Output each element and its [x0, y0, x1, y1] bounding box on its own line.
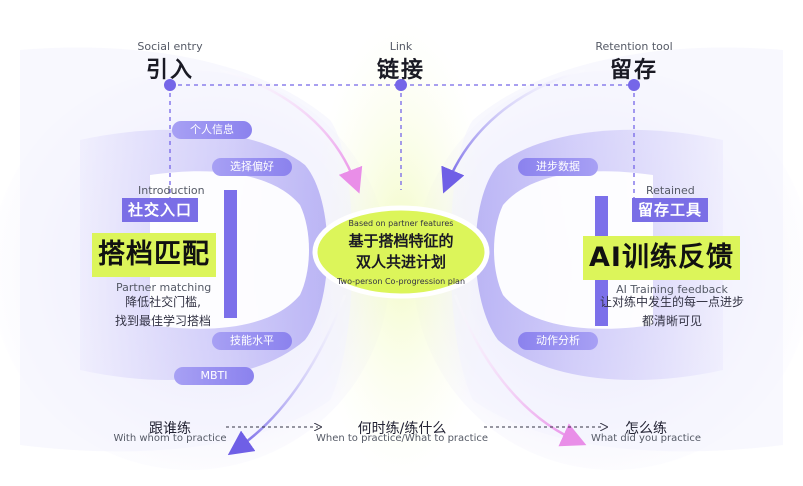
- left-title: 搭档匹配: [92, 233, 216, 277]
- right-en-label: Retained: [646, 184, 695, 197]
- top-right-cn: 留存: [609, 58, 659, 83]
- arrow-right-to-center: [441, 68, 586, 194]
- bottom-right-cn: 怎么练: [625, 421, 667, 437]
- left-tag-mbti: MBTI: [174, 367, 254, 385]
- right-en-desc: AI Training feedback: [616, 283, 728, 296]
- top-middle-en: Link: [389, 40, 413, 53]
- right-title: AI训练反馈: [583, 236, 740, 280]
- right-node-dot: [628, 79, 640, 91]
- center-en-bottom: Two-person Co-progression plan: [336, 277, 466, 286]
- left-desc-line2: 找到最佳学习搭档: [114, 314, 212, 328]
- left-desc: 降低社交门槛, 找到最佳学习搭档: [115, 293, 211, 331]
- bottom-right-en: What did you practice: [590, 433, 702, 444]
- middle-node-dot: [395, 79, 407, 91]
- arrow-center-to-bottom-right: [453, 294, 587, 447]
- left-en-desc: Partner matching: [116, 281, 212, 294]
- left-tag-personal-info: 个人信息: [172, 121, 252, 139]
- left-tag-skill-level: 技能水平: [212, 332, 292, 350]
- top-left-cn: 引入: [145, 58, 195, 83]
- right-badge: 留存工具: [632, 198, 709, 222]
- center-ellipse: [312, 205, 490, 299]
- left-tag-preferences: 选择偏好: [212, 158, 292, 176]
- top-left-en: Social entry: [137, 40, 203, 53]
- bottom-left-en: With whom to practice: [113, 433, 227, 444]
- left-desc-line1: 降低社交门槛,: [125, 295, 201, 309]
- arrow-center-to-bottom-left: [227, 294, 347, 456]
- bottom-middle-en: When to practice/What to practice: [315, 433, 489, 444]
- right-desc-line2: 都清晰可见: [641, 314, 703, 328]
- center-title: 基于搭档特征的 双人共进计划: [348, 231, 453, 273]
- right-tag-motion-analysis: 动作分析: [518, 332, 598, 350]
- right-desc: 让对练中发生的每一点进步 都清晰可见: [600, 293, 744, 331]
- arrow-left-to-center: [219, 68, 363, 194]
- center-line2: 双人共进计划: [355, 253, 447, 271]
- right-desc-line1: 让对练中发生的每一点进步: [599, 295, 745, 309]
- bottom-middle-cn: 何时练/练什么: [357, 421, 447, 437]
- top-right-en: Retention tool: [595, 40, 673, 53]
- left-en-label: Introduction: [138, 184, 205, 197]
- top-middle-cn: 链接: [376, 58, 426, 83]
- left-accent-bar: [224, 190, 237, 318]
- right-tag-progress-data: 进步数据: [518, 158, 598, 176]
- left-badge: 社交入口: [122, 198, 199, 222]
- center-en-top: Based on partner features: [348, 219, 454, 228]
- right-panel-card: [494, 171, 653, 329]
- center-line1: 基于搭档特征的: [348, 232, 454, 250]
- left-node-dot: [164, 79, 176, 91]
- bottom-left-cn: 跟谁练: [149, 421, 191, 437]
